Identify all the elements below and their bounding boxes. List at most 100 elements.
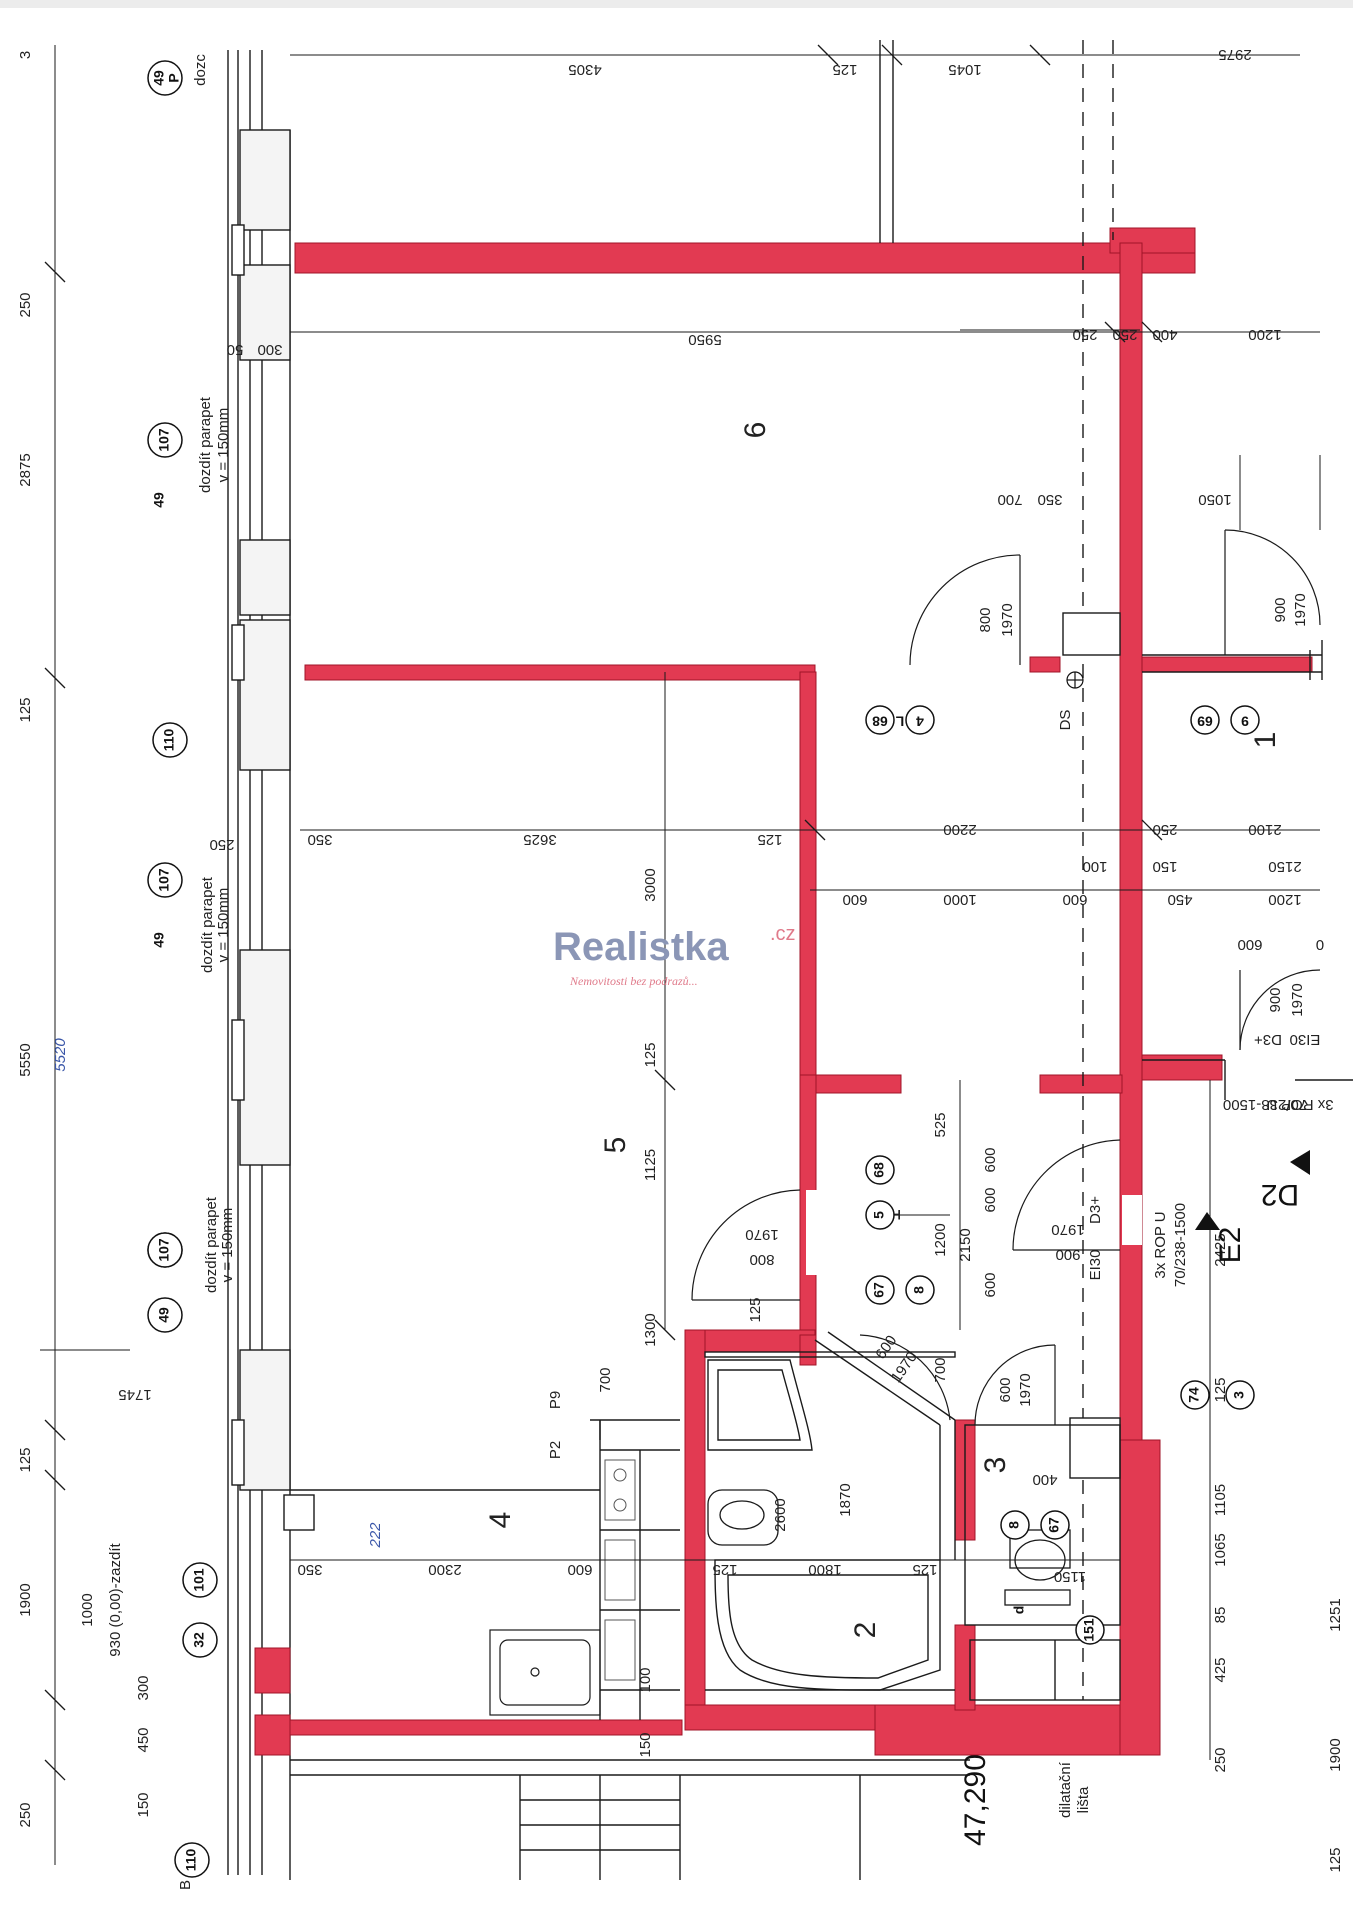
dim-50: 50 — [227, 341, 244, 358]
watermark-brand: Realistka — [553, 925, 729, 969]
door-r6-height: 1970 — [999, 603, 1016, 636]
dim-930: 930 (0,00)-zazdít — [107, 1542, 124, 1656]
note-dozc: dozc — [192, 54, 209, 86]
dim-350-r4: 350 — [297, 1561, 322, 1578]
dim-250-r6: 250 — [1072, 326, 1097, 343]
kitchen-hob — [604, 1459, 636, 1681]
room-numbers: 1 2 3 4 5 6 1 — [484, 422, 1282, 1639]
dim-250-b: 250 — [17, 1802, 34, 1827]
dim-350-v: 350 — [1037, 491, 1062, 508]
note-e2: E2 — [1214, 1227, 1247, 1264]
dim-600-r4: 600 — [567, 1561, 592, 1578]
dim-250-mid: 250 — [1152, 821, 1177, 838]
dim-125-v: 125 — [642, 1042, 659, 1067]
tag-69: 69 — [1197, 713, 1213, 729]
dim-600-a: 600 — [842, 891, 867, 908]
dim-100-v: 100 — [637, 1667, 654, 1692]
dim-150-v: 150 — [637, 1732, 654, 1757]
dim-2150-v: 2150 — [957, 1228, 974, 1261]
tag-9: 9 — [1241, 713, 1249, 729]
dim-125-vb: 125 — [747, 1297, 764, 1322]
tag-110-b: 110 — [183, 1848, 199, 1871]
room-4: 4 — [484, 1512, 517, 1529]
tag-8-b: 8 — [1006, 1521, 1022, 1529]
dim-2975: 2975 — [1218, 46, 1251, 63]
door-r5-width: 800 — [749, 1251, 774, 1268]
room-6: 6 — [739, 422, 772, 439]
watermark: Realistka .cz Nemovitosti bez podrazů... — [553, 923, 796, 988]
door-right-d3: D3+ — [1254, 1031, 1282, 1048]
shower-tray — [707, 1359, 813, 1451]
note-corner-3: 3 — [17, 51, 34, 59]
dim-125-r4b: 125 — [912, 1561, 937, 1578]
tag-32: 32 — [191, 1632, 207, 1648]
dim-2600: 2600 — [772, 1498, 789, 1531]
door-hall-600: 600 — [982, 1147, 999, 1172]
dim-700-vc: 700 — [997, 491, 1022, 508]
toilet — [1004, 1529, 1071, 1606]
dim-2100: 2100 — [1248, 821, 1281, 838]
bathtub — [714, 1559, 941, 1691]
dim-1745: 1745 — [118, 1386, 151, 1403]
handwritten-5520: 5520 — [52, 1038, 69, 1072]
dim-425: 425 — [1212, 1657, 1229, 1682]
tag-68-a: 68 — [872, 713, 888, 729]
top-dimensions: 4305 125 1045 2975 — [568, 46, 1251, 78]
left-dimensions: 250 2875 125 5550 1745 125 1900 1000 930… — [17, 292, 152, 1827]
dim-350-mid: 350 — [307, 831, 332, 848]
dim-450: 450 — [135, 1727, 152, 1752]
tag-67-a: 67 — [871, 1282, 887, 1298]
note-rop-2: 3x ROP U — [1266, 1096, 1333, 1113]
dim-1125: 1125 — [642, 1149, 659, 1181]
row-room4-dims: 350 2300 600 125 1800 125 1150 400 — [297, 1471, 1086, 1585]
row-600-dims: 600 1000 600 450 1200 100 150 2150 600 0 — [842, 858, 1324, 953]
tag-110-a: 110 — [161, 728, 177, 751]
dim-250-r6b: 250 — [1112, 326, 1137, 343]
dim-2300: 2300 — [428, 1561, 461, 1578]
dim-1800: 1800 — [808, 1561, 841, 1578]
door-right-height: 1970 — [1289, 983, 1306, 1016]
dim-1105: 1105 — [1212, 1484, 1229, 1516]
washbasin — [707, 1489, 779, 1546]
tag-107-c: 107 — [156, 1238, 172, 1262]
dim-1000: 1000 — [943, 891, 976, 908]
note-level: 47,290 — [959, 1754, 992, 1846]
door-r1-height: 1970 — [1292, 593, 1309, 626]
door-r1-width: 900 — [1272, 597, 1289, 622]
tag-107-b: 107 — [156, 868, 172, 892]
note-ds: DS — [1057, 710, 1074, 731]
dim-2875: 2875 — [17, 453, 34, 486]
note-parapet-3: dozdít parapet — [203, 1196, 220, 1293]
tag-67-b: 67 — [1046, 1517, 1062, 1533]
tag-l-a: L — [895, 713, 904, 729]
dim-2200: 2200 — [943, 821, 976, 838]
tag-68-b: 68 — [871, 1162, 887, 1178]
tag-74: 74 — [1186, 1387, 1202, 1403]
room-3: 3 — [979, 1457, 1012, 1474]
note-handwritten-222: 222 — [367, 1522, 384, 1549]
dim-1200-mid: 1200 — [1268, 891, 1301, 908]
marker-triangles — [1195, 1150, 1310, 1230]
dim-1870: 1870 — [837, 1483, 854, 1516]
tag-107-a: 107 — [156, 428, 172, 452]
dim-150: 150 — [135, 1792, 152, 1817]
dim-125-top: 125 — [832, 61, 857, 78]
note-rop-1b: 70/238-1500 — [1172, 1203, 1189, 1287]
watermark-tld: .cz — [770, 923, 796, 945]
dimension-ticks — [44, 44, 1163, 1781]
note-parapet-1-v: v = 150mm — [215, 408, 232, 483]
dim-1045: 1045 — [948, 61, 981, 78]
dim-1065: 1065 — [1212, 1533, 1229, 1566]
dim-2150: 2150 — [1268, 858, 1301, 875]
tag-3: 3 — [1231, 1391, 1247, 1399]
dim-125-rb: 125 — [1327, 1847, 1344, 1872]
dim-5950: 5950 — [688, 331, 721, 348]
door-hall-d3: D3+ — [1087, 1196, 1104, 1224]
tag-49-b: 49 — [151, 492, 167, 508]
vertical-dimensions: 3000 125 1125 1300 700 125 100 150 2600 … — [597, 491, 1232, 1758]
row-room6-dims: 5950 250 250 400 1200 300 50 — [227, 326, 1282, 358]
tag-4: 4 — [916, 713, 924, 729]
door-bath-height: 1970 — [888, 1349, 921, 1386]
ds-symbol — [1066, 671, 1084, 689]
